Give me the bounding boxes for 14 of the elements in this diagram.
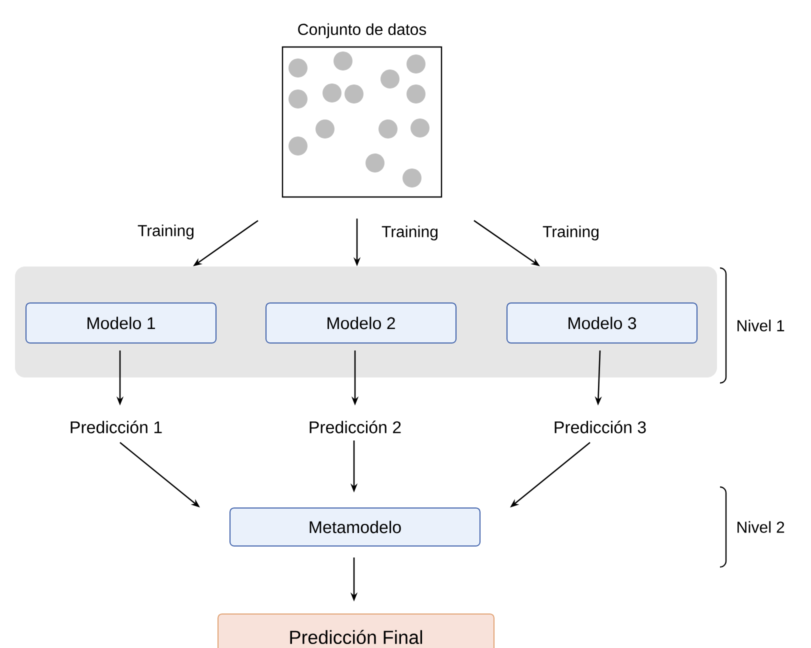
metamodel-box: Metamodelo (230, 508, 480, 546)
model-box: Modelo 2 (266, 302, 456, 344)
prediction-label: Predicción 2 (310, 420, 401, 434)
model-box: Modelo 3 (506, 302, 698, 344)
prediction-label: Predicción 1 (70, 420, 162, 434)
edge-label: Training (542, 226, 598, 240)
level-label: Nivel 2 (738, 521, 784, 533)
dataset-title: Conjunto de datos (298, 23, 426, 38)
edge-label: Training (382, 226, 438, 240)
prediction-label: Predicción 3 (554, 420, 646, 434)
edge-label: Training (138, 224, 194, 240)
model-box: Modelo 1 (26, 302, 216, 344)
output-box: Predicción Final (218, 614, 494, 648)
level-label: Nivel 1 (738, 320, 784, 332)
